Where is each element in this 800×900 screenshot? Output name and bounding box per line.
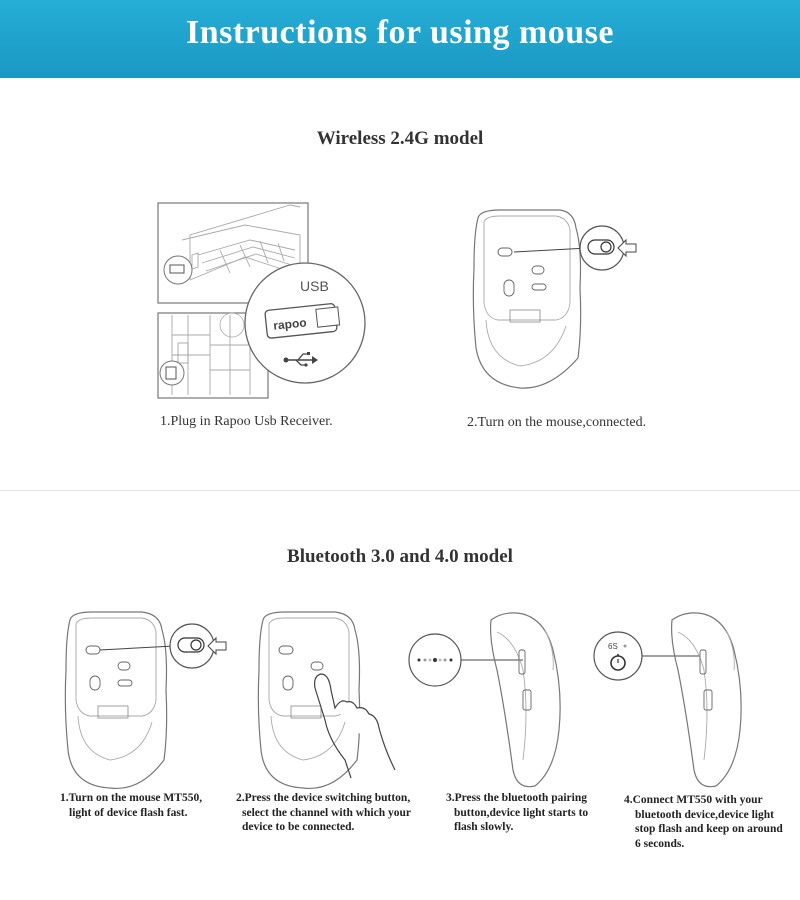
bt-step1-illustration — [62, 610, 232, 790]
mouse-switch-illustration — [470, 208, 640, 393]
section-divider — [0, 490, 800, 491]
header-banner: Instructions for using mouse — [0, 0, 800, 78]
bt-step1-caption: 1.Turn on the mouse MT550, light of devi… — [60, 791, 202, 820]
wireless-step1-caption: 1.Plug in Rapoo Usb Receiver. — [160, 414, 333, 430]
wireless-section-title: Wireless 2.4G model — [0, 128, 800, 150]
bt-step3-caption: 3.Press the bluetooth pairing button,dev… — [446, 791, 588, 835]
bt-step2-caption: 2.Press the device switching button, sel… — [236, 791, 411, 835]
usb-label: USB — [300, 278, 329, 294]
usb-receiver-illustration: USB rapoo — [150, 195, 410, 405]
page-title: Instructions for using mouse — [0, 14, 800, 52]
wireless-step2-caption: 2.Turn on the mouse,connected. — [467, 415, 646, 431]
bt-step2-illustration — [255, 610, 425, 790]
timer-label: 6S — [608, 642, 618, 651]
bt-step4-caption: 4.Connect MT550 with your bluetooth devi… — [624, 793, 783, 851]
mouse-side-view — [491, 613, 561, 787]
bt-step3-illustration — [405, 610, 585, 790]
bt-step4-illustration: 6S — [592, 610, 772, 790]
bluetooth-section-title: Bluetooth 3.0 and 4.0 model — [0, 546, 800, 568]
